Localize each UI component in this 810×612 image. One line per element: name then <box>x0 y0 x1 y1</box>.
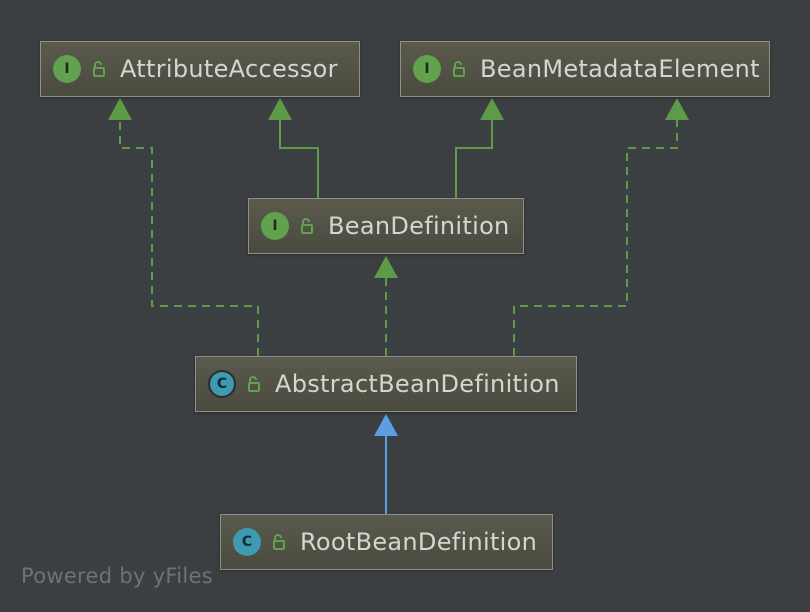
edge-beandefinition-to-attribute-accessor <box>279 120 319 198</box>
watermark-text: Powered by yFiles <box>21 564 213 588</box>
node-bean-metadata-element[interactable]: I BeanMetadataElement <box>400 41 770 97</box>
class-badge-icon: C <box>233 528 261 556</box>
edge-abstract-to-attribute-accessor <box>119 120 259 356</box>
arrowhead-attribute-accessor-right <box>268 98 292 120</box>
node-root-bean-definition[interactable]: C RootBeanDefinition <box>220 514 553 570</box>
public-unlock-icon <box>93 61 105 77</box>
arrowhead-bean-metadata-element-right <box>665 98 689 120</box>
node-label: AttributeAccessor <box>120 55 338 83</box>
node-abstract-bean-definition[interactable]: C AbstractBeanDefinition <box>195 356 577 412</box>
edge-abstract-to-bean-metadata-element <box>513 120 678 356</box>
public-unlock-icon <box>248 376 260 392</box>
node-attribute-accessor[interactable]: I AttributeAccessor <box>40 41 360 97</box>
abstract-class-badge-icon: C <box>208 370 236 398</box>
interface-badge-icon: I <box>413 55 441 83</box>
public-unlock-icon <box>301 218 313 234</box>
node-label: BeanDefinition <box>328 212 510 240</box>
node-label: BeanMetadataElement <box>480 55 760 83</box>
node-label: AbstractBeanDefinition <box>275 370 560 398</box>
node-label: RootBeanDefinition <box>300 528 538 556</box>
arrowhead-bean-definition <box>374 256 398 278</box>
arrowhead-bean-metadata-element-left <box>480 98 504 120</box>
arrowhead-attribute-accessor-left <box>108 98 132 120</box>
public-unlock-icon <box>273 534 285 550</box>
node-bean-definition[interactable]: I BeanDefinition <box>248 198 524 254</box>
edge-beandefinition-to-bean-metadata-element <box>455 120 493 198</box>
interface-badge-icon: I <box>261 212 289 240</box>
arrowhead-abstract-bean-definition <box>374 414 398 436</box>
public-unlock-icon <box>453 61 465 77</box>
interface-badge-icon: I <box>53 55 81 83</box>
